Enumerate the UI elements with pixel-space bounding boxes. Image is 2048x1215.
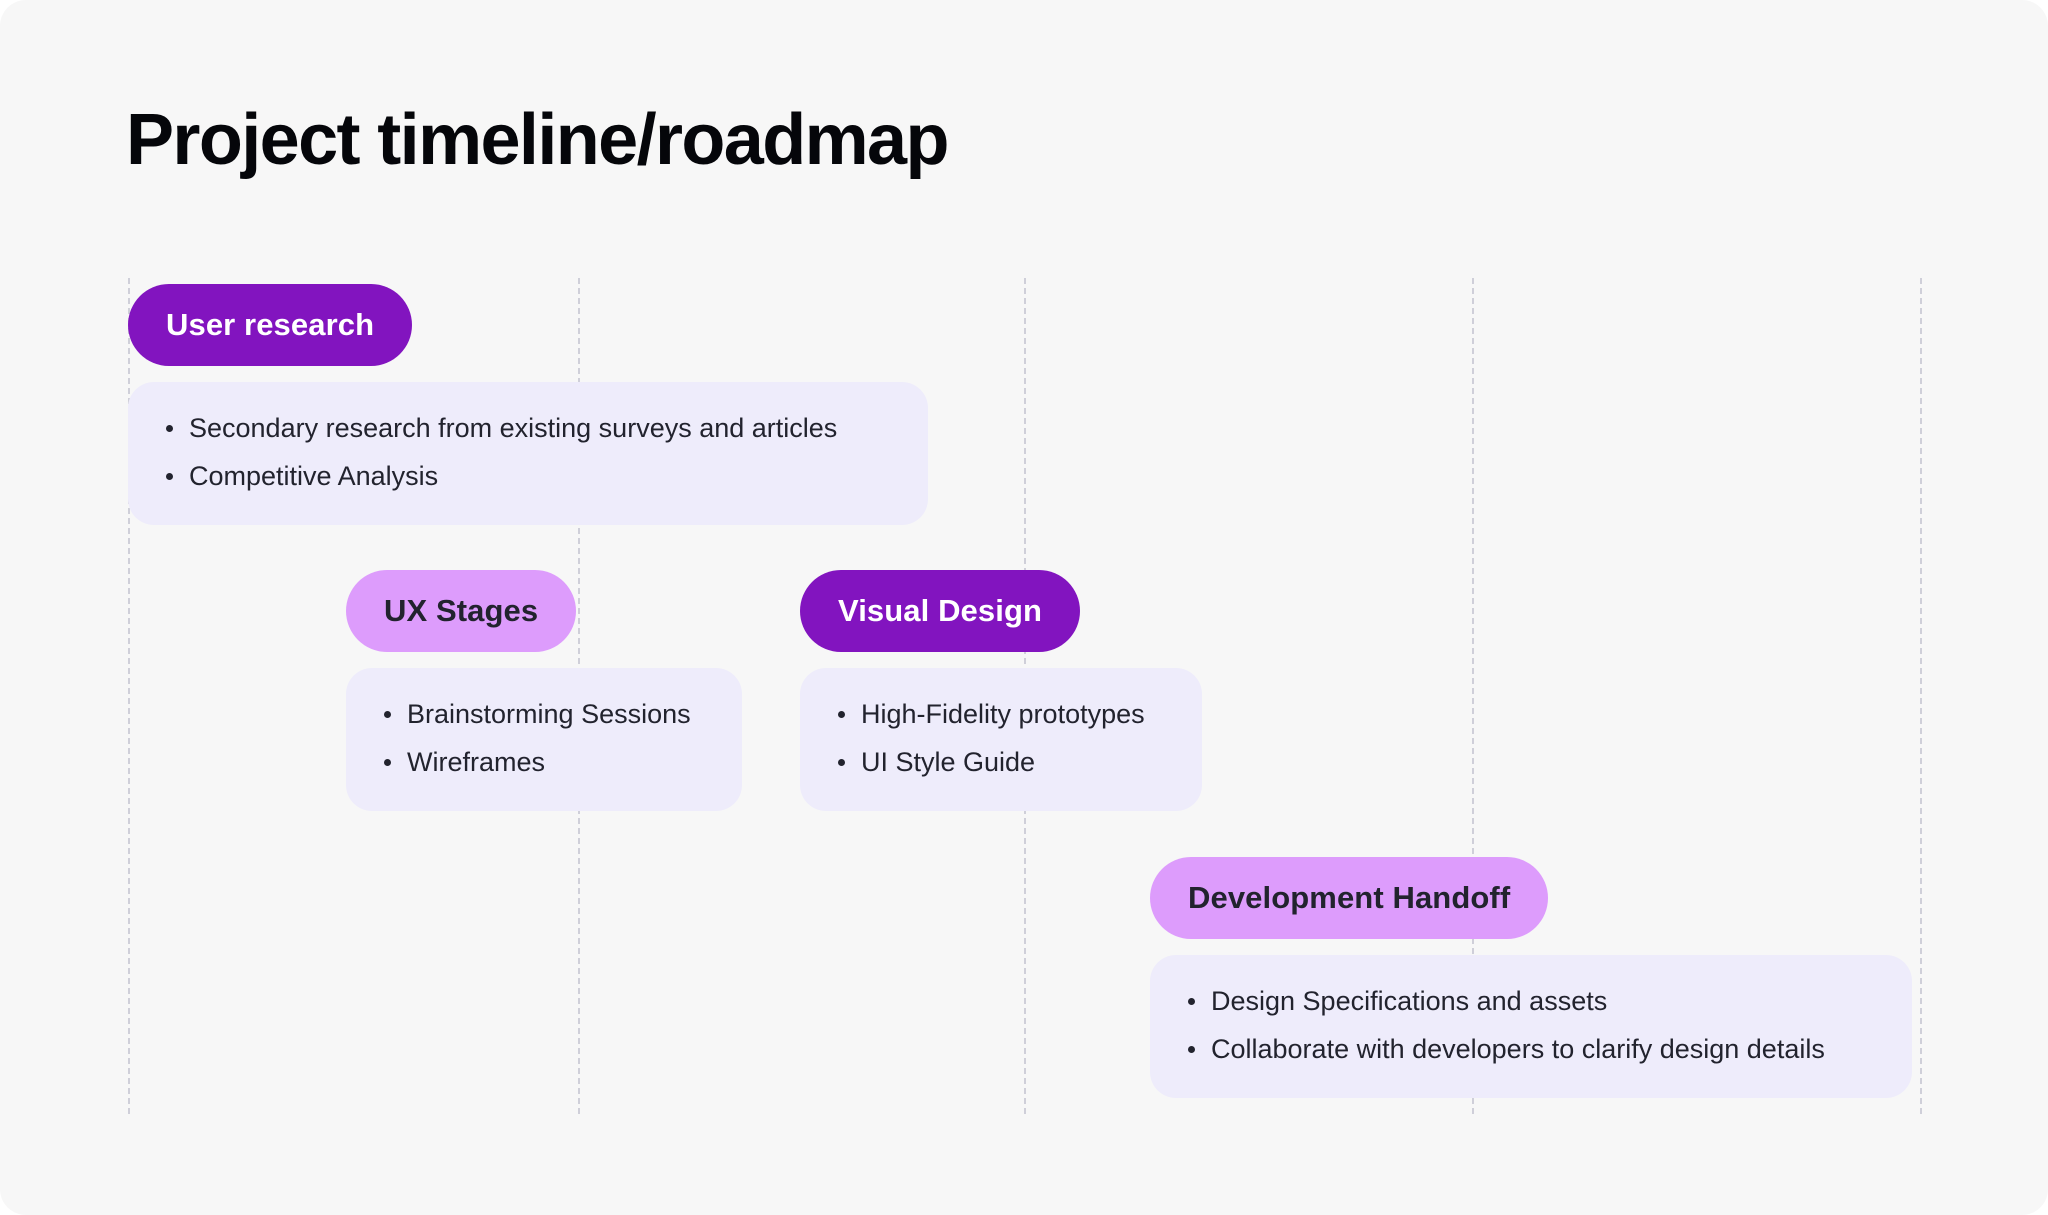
- page-title: Project timeline/roadmap: [126, 100, 949, 180]
- list-item: High-Fidelity prototypes: [834, 696, 1168, 732]
- phase-card-visual-design: High-Fidelity prototypes UI Style Guide: [800, 668, 1202, 811]
- list-item: Collaborate with developers to clarify d…: [1184, 1031, 1878, 1067]
- phase-user-research: User research Secondary research from ex…: [128, 284, 928, 525]
- list-item: Wireframes: [380, 744, 708, 780]
- list-item: Design Specifications and assets: [1184, 983, 1878, 1019]
- bullet-list-ux-stages: Brainstorming Sessions Wireframes: [380, 696, 708, 781]
- bullet-list-user-research: Secondary research from existing surveys…: [162, 410, 894, 495]
- bullet-list-development-handoff: Design Specifications and assets Collabo…: [1184, 983, 1878, 1068]
- list-item: UI Style Guide: [834, 744, 1168, 780]
- phase-pill-visual-design[interactable]: Visual Design: [800, 570, 1081, 652]
- phase-visual-design: Visual Design High-Fidelity prototypes U…: [800, 570, 1202, 811]
- phase-card-user-research: Secondary research from existing surveys…: [128, 382, 928, 525]
- phase-card-development-handoff: Design Specifications and assets Collabo…: [1150, 955, 1912, 1098]
- phase-pill-development-handoff[interactable]: Development Handoff: [1150, 857, 1549, 939]
- list-item: Competitive Analysis: [162, 458, 894, 494]
- phase-ux-stages: UX Stages Brainstorming Sessions Wirefra…: [346, 570, 742, 811]
- list-item: Secondary research from existing surveys…: [162, 410, 894, 446]
- timeline-gridline-5: [1920, 278, 1922, 1114]
- phase-card-ux-stages: Brainstorming Sessions Wireframes: [346, 668, 742, 811]
- phase-pill-ux-stages[interactable]: UX Stages: [346, 570, 577, 652]
- phase-pill-user-research[interactable]: User research: [128, 284, 413, 366]
- phase-development-handoff: Development Handoff Design Specification…: [1150, 857, 1912, 1098]
- bullet-list-visual-design: High-Fidelity prototypes UI Style Guide: [834, 696, 1168, 781]
- list-item: Brainstorming Sessions: [380, 696, 708, 732]
